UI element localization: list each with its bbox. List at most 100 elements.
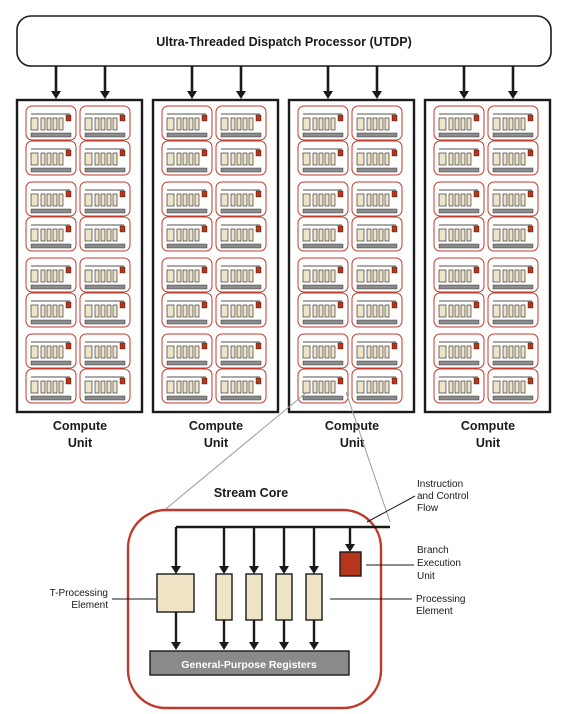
mini-processing-element	[106, 304, 112, 318]
mini-processing-element	[448, 269, 454, 283]
mini-register-bar	[84, 319, 126, 325]
mini-processing-element	[466, 117, 472, 131]
bus-arrow-pe-3	[279, 527, 289, 574]
mini-processing-element	[112, 269, 118, 283]
register-arrow-pe-2	[249, 620, 259, 650]
mini-stream-core	[79, 368, 131, 404]
mini-register-bar	[302, 208, 344, 214]
mini-branch-unit	[201, 266, 208, 274]
processing-elements	[215, 573, 323, 621]
mini-processing-element	[508, 345, 514, 359]
mini-branch-unit	[119, 342, 126, 350]
dispatch-arrows	[51, 66, 518, 99]
mini-branch-unit	[337, 377, 344, 385]
general-purpose-registers-label: General-Purpose Registers	[181, 659, 317, 671]
mini-processing-element	[366, 269, 372, 283]
mini-t-element	[220, 269, 229, 283]
bus-arrow-pe-2	[249, 527, 259, 574]
tpe-callout-line2: Element	[71, 600, 108, 611]
mini-processing-element	[372, 117, 378, 131]
mini-branch-unit	[255, 149, 262, 157]
dispatch-arrow-1-b	[100, 66, 110, 99]
mini-t-element	[30, 304, 39, 318]
mini-t-element	[356, 152, 365, 166]
mini-stream-core	[25, 216, 77, 252]
mini-processing-element	[312, 152, 318, 166]
mini-processing-element	[236, 380, 242, 394]
mini-processing-element	[372, 228, 378, 242]
mini-stream-core	[351, 140, 403, 176]
mini-register-bar	[438, 360, 480, 366]
mini-stream-core	[161, 368, 213, 404]
mini-processing-element	[188, 193, 194, 207]
mini-stream-core	[297, 292, 349, 328]
mini-processing-element	[330, 228, 336, 242]
mini-register-bar	[356, 319, 398, 325]
mini-processing-element	[236, 117, 242, 131]
mini-processing-element	[100, 304, 106, 318]
mini-processing-element	[378, 152, 384, 166]
mini-processing-element	[508, 304, 514, 318]
dispatch-arrow-2-b-head	[236, 91, 246, 99]
mini-branch-unit	[119, 377, 126, 385]
mini-branch-unit	[473, 114, 480, 122]
mini-stream-core	[25, 333, 77, 369]
mini-register-bar	[30, 284, 72, 290]
mini-processing-element	[100, 117, 106, 131]
mini-processing-element	[94, 345, 100, 359]
mini-stream-core	[433, 216, 485, 252]
mini-processing-element	[236, 304, 242, 318]
mini-t-element	[356, 380, 365, 394]
mini-stream-core	[487, 257, 539, 293]
mini-register-bar	[84, 208, 126, 214]
mini-branch-unit	[473, 225, 480, 233]
instruction-callout-line3: Flow	[417, 503, 439, 514]
mini-branch-unit	[65, 114, 72, 122]
dispatch-arrow-1-a	[51, 66, 61, 99]
mini-processing-element	[106, 152, 112, 166]
mini-register-bar	[438, 284, 480, 290]
mini-register-bar	[438, 395, 480, 401]
mini-processing-element	[188, 269, 194, 283]
mini-branch-unit	[119, 114, 126, 122]
mini-register-bar	[220, 208, 262, 214]
bus-arrow-branch-head	[345, 544, 355, 552]
mini-processing-element	[46, 228, 52, 242]
mini-processing-element	[242, 380, 248, 394]
register-arrow-t-element-head	[171, 642, 181, 650]
mini-processing-element	[324, 228, 330, 242]
mini-processing-element	[318, 269, 324, 283]
mini-register-bar	[302, 284, 344, 290]
mini-stream-core	[297, 257, 349, 293]
mini-processing-element	[40, 380, 46, 394]
mini-processing-element	[94, 228, 100, 242]
mini-processing-element	[176, 345, 182, 359]
mini-stream-core	[351, 292, 403, 328]
mini-stream-core	[161, 216, 213, 252]
mini-processing-element	[312, 345, 318, 359]
dispatch-arrow-4-a	[459, 66, 469, 99]
mini-processing-element	[58, 152, 64, 166]
mini-t-element	[302, 304, 311, 318]
mini-processing-element	[312, 380, 318, 394]
mini-processing-element	[324, 380, 330, 394]
mini-branch-unit	[473, 377, 480, 385]
mini-processing-element	[366, 228, 372, 242]
mini-register-bar	[30, 360, 72, 366]
mini-processing-element	[242, 193, 248, 207]
mini-stream-core	[79, 333, 131, 369]
mini-register-bar	[302, 395, 344, 401]
mini-branch-unit	[119, 301, 126, 309]
mini-processing-element	[330, 345, 336, 359]
mini-processing-element	[466, 304, 472, 318]
mini-processing-element	[318, 228, 324, 242]
mini-processing-element	[112, 152, 118, 166]
mini-processing-element	[324, 345, 330, 359]
mini-t-element	[302, 117, 311, 131]
mini-register-bar	[166, 167, 208, 173]
mini-t-element	[30, 269, 39, 283]
mini-processing-element	[230, 269, 236, 283]
mini-branch-unit	[255, 190, 262, 198]
mini-processing-element	[448, 193, 454, 207]
